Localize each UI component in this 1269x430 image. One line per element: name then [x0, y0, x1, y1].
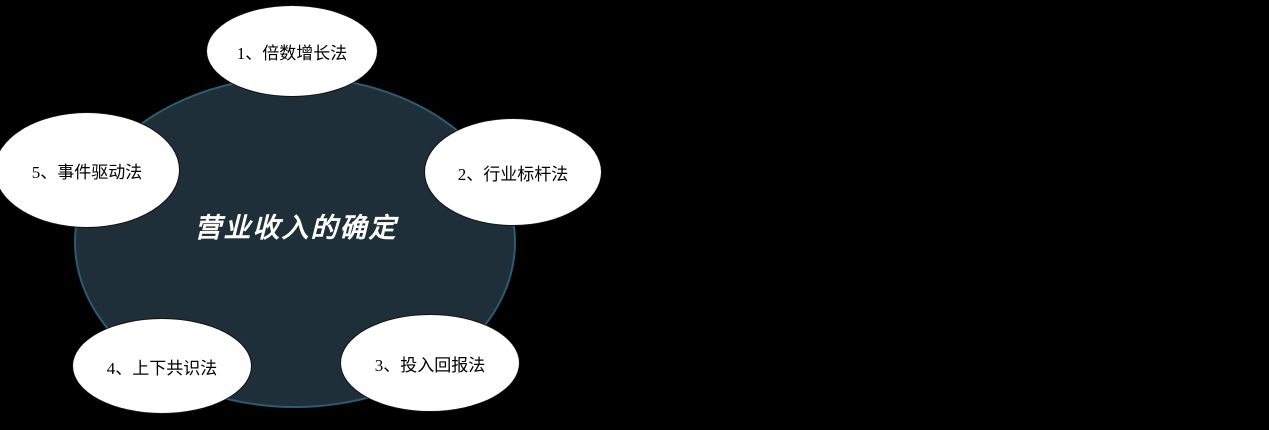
diagram-title: 营业收入的确定: [194, 213, 398, 243]
node-label-4: 4、上下共识法: [106, 358, 218, 378]
node-label-1: 1、倍数增长法: [236, 43, 348, 63]
node-ellipse-2: 2、行业标杆法: [424, 118, 602, 226]
node-ellipse-5: 5、事件驱动法: [0, 112, 180, 228]
node-label-3: 3、投入回报法: [374, 355, 486, 375]
node-ellipse-1: 1、倍数增长法: [206, 5, 378, 97]
node-ellipse-4: 4、上下共识法: [72, 318, 252, 414]
node-label-5: 5、事件驱动法: [31, 162, 143, 182]
node-label-2: 2、行业标杆法: [457, 164, 569, 184]
node-ellipse-3: 3、投入回报法: [340, 314, 520, 412]
